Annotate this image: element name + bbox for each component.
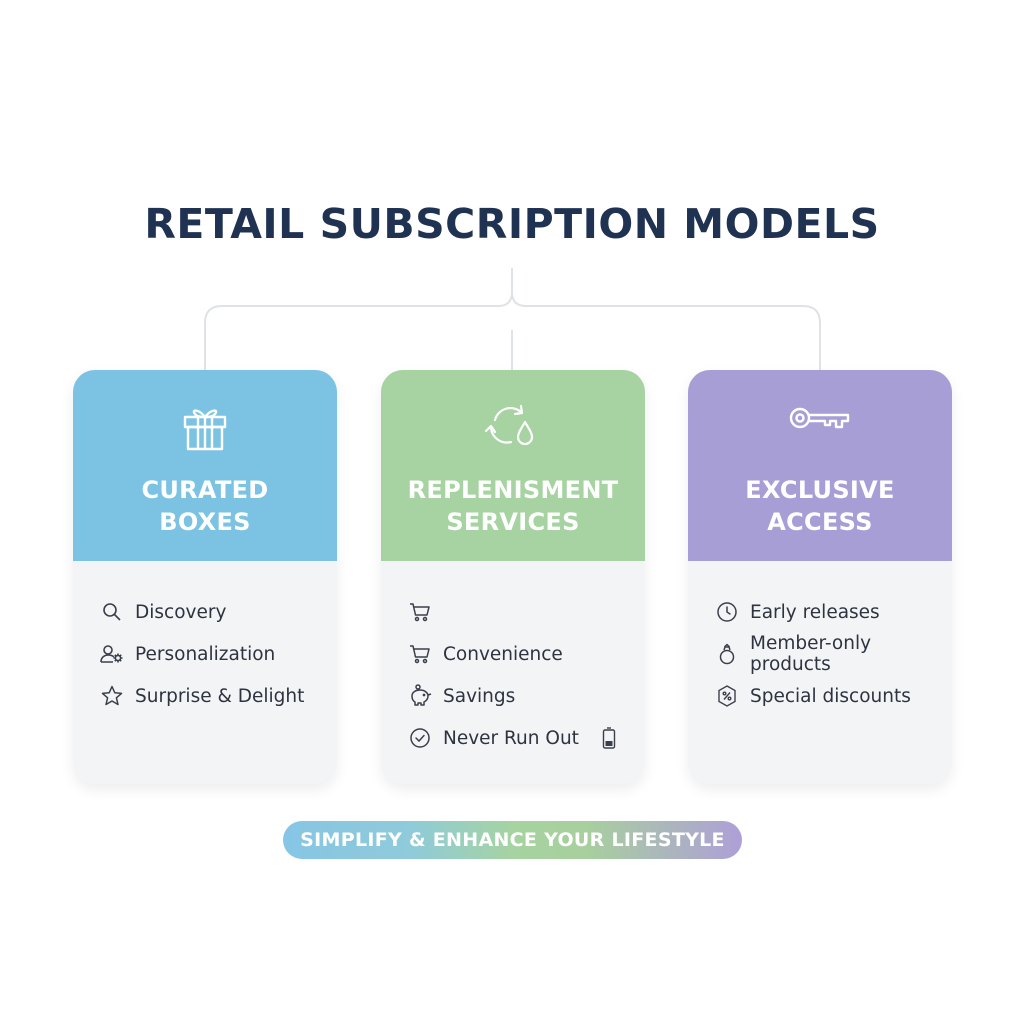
cart-icon: [410, 603, 430, 622]
list-item: Never Run Out: [407, 717, 645, 759]
card-title: CURATED BOXES: [141, 476, 269, 536]
list-item: Member-only products: [714, 633, 952, 675]
item-label: Personalization: [135, 643, 276, 665]
discount-tag-icon: [718, 685, 736, 707]
connector-right: [511, 291, 821, 370]
battery-icon: [602, 727, 616, 749]
item-label: Special discounts: [750, 685, 911, 707]
gift-box-icon: [183, 409, 227, 451]
card-replenishment-services: REPLENISMENT SERVICES Convenien: [381, 370, 645, 784]
card-curated-boxes: CURATED BOXES Discovery: [73, 370, 337, 784]
piggy-bank-icon: [411, 684, 432, 706]
item-label: Never Run Out: [443, 727, 579, 749]
tagline-banner: SIMPLIFY & ENHANCE YOUR LIFESTYLE: [283, 821, 742, 859]
list-item: Early releases: [714, 591, 952, 633]
item-label: Discovery: [135, 601, 227, 623]
item-label: Early releases: [750, 601, 880, 623]
card-header: CURATED BOXES: [73, 370, 337, 561]
card-body: Early releases Member-only products Spec…: [688, 561, 952, 717]
connector-lines: [204, 268, 821, 370]
diagram-title: RETAIL SUBSCRIPTION MODELS: [144, 200, 880, 248]
card-title: REPLENISMENT SERVICES: [407, 476, 619, 536]
star-icon: [101, 685, 123, 706]
clock-icon: [717, 602, 737, 622]
list-item: Surprise & Delight: [99, 675, 337, 717]
item-label: Member-only products: [750, 633, 872, 675]
list-item: Special discounts: [714, 675, 952, 717]
connector-left: [204, 268, 513, 370]
check-circle-icon: [410, 728, 430, 748]
card-body: Discovery Personalization: [73, 561, 337, 717]
key-icon: [789, 407, 850, 429]
list-item: Convenience: [407, 633, 645, 675]
ring-icon: [719, 643, 735, 665]
list-item: Discovery: [99, 591, 337, 633]
card-body: Convenience Savings: [381, 561, 645, 759]
card-header: REPLENISMENT SERVICES: [381, 370, 645, 561]
item-label: Surprise & Delight: [135, 685, 305, 707]
item-label: Convenience: [443, 643, 563, 665]
refresh-drop-icon: [484, 404, 534, 446]
card-exclusive-access: EXCLUSIVE ACCESS Early releases: [688, 370, 952, 784]
user-gear-icon: [100, 645, 123, 663]
list-item: Savings: [407, 675, 645, 717]
list-item: [407, 591, 645, 633]
card-header: EXCLUSIVE ACCESS: [688, 370, 952, 561]
list-item: Personalization: [99, 633, 337, 675]
cart-icon: [410, 645, 430, 664]
item-label: Savings: [443, 685, 516, 707]
card-title: EXCLUSIVE ACCESS: [745, 476, 895, 536]
search-icon: [103, 603, 121, 621]
